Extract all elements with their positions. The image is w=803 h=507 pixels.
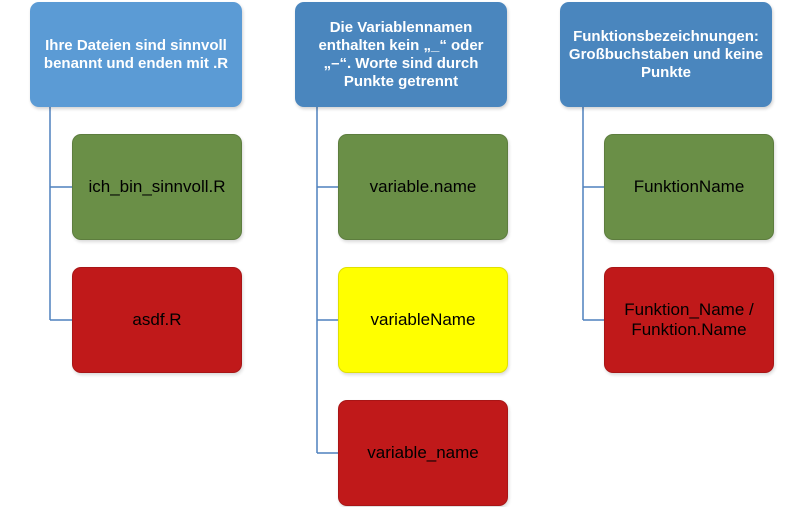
example-variable-acceptable: variableName — [338, 267, 508, 373]
example-function-bad-text: Funktion_Name / Funktion.Name — [624, 299, 754, 339]
example-function-bad: Funktion_Name / Funktion.Name — [604, 267, 774, 373]
header-function-naming: Funktionsbezeichnungen: Großbuchstaben u… — [560, 2, 772, 107]
example-function-good: FunktionName — [604, 134, 774, 240]
header-function-naming-text: Funktionsbezeichnungen: Großbuchstaben u… — [568, 27, 764, 81]
example-file-bad-text: asdf.R — [132, 309, 182, 329]
example-file-good: ich_bin_sinnvoll.R — [72, 134, 242, 240]
header-file-naming: Ihre Dateien sind sinnvoll benannt und e… — [30, 2, 242, 107]
example-variable-bad-text: variable_name — [367, 442, 479, 462]
example-variable-good-text: variable.name — [369, 176, 477, 196]
header-file-naming-text: Ihre Dateien sind sinnvoll benannt und e… — [43, 36, 229, 72]
example-variable-acceptable-text: variableName — [370, 309, 476, 329]
example-variable-bad: variable_name — [338, 400, 508, 506]
example-variable-good: variable.name — [338, 134, 508, 240]
example-file-bad: asdf.R — [72, 267, 242, 373]
example-file-good-text: ich_bin_sinnvoll.R — [88, 176, 226, 196]
header-variable-naming: Die Variablennamen enthalten kein „_“ od… — [295, 2, 507, 107]
header-variable-naming-text: Die Variablennamen enthalten kein „_“ od… — [318, 18, 484, 90]
example-function-good-text: FunktionName — [633, 176, 745, 196]
